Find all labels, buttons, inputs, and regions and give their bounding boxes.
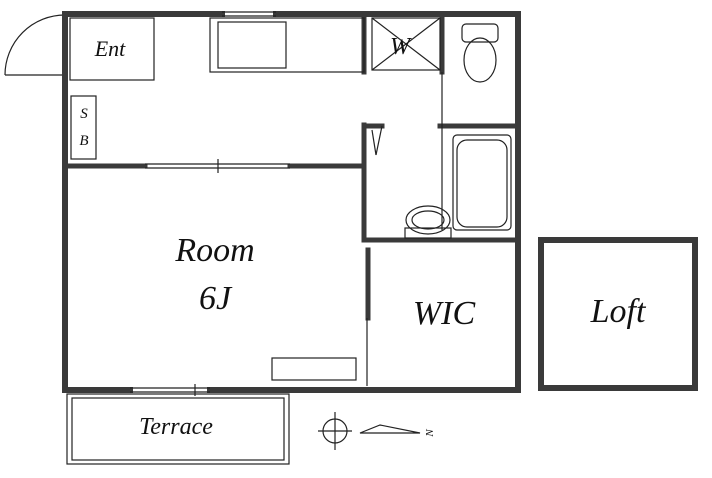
kitchen-counter [209,17,365,73]
loft-outline [538,237,698,391]
bathtub-icon [452,134,512,231]
shoe-box [70,95,97,160]
room-name-label: Room [174,232,254,269]
toilet-icon [461,23,499,83]
room-size-label: 6J [199,280,233,317]
shoe-box-label-1: S [80,106,88,122]
outer-walls [62,11,521,393]
washer-label: W [390,34,412,60]
terrace-outline [66,393,290,465]
sink-icon [404,205,452,239]
interior-walls [64,11,521,321]
washer-space [371,17,441,71]
entrance-door [4,14,66,76]
loft-label: Loft [590,293,647,330]
entrance-area [69,17,155,81]
entrance-label: Ent [94,36,126,61]
thin-lines [130,11,443,396]
wic-label: WIC [413,295,476,332]
terrace-label: Terrace [139,414,213,440]
storage-unit [271,357,357,381]
compass-north-label: N [424,429,436,438]
compass-icon [318,412,421,450]
shoe-box-label-2: B [79,133,88,149]
